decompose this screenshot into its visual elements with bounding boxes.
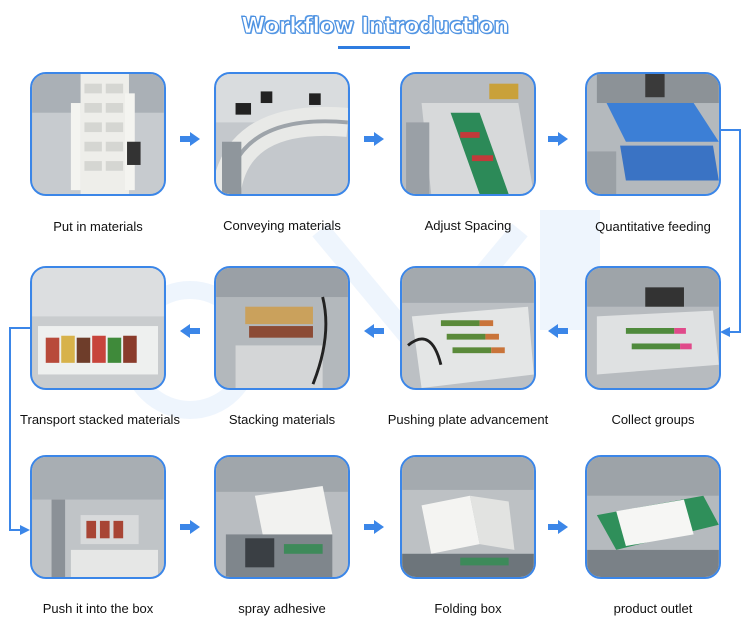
step-transport-stacked-materials-photo <box>30 266 166 390</box>
step-folding-box-photo <box>400 455 536 579</box>
step-spray-adhesive-photo <box>214 455 350 579</box>
arrow-left-icon <box>548 324 568 338</box>
step-label: Put in materials <box>53 219 143 234</box>
arrow-right-icon <box>548 132 568 146</box>
connector-down-left <box>9 327 30 535</box>
step-label: product outlet <box>613 601 693 616</box>
arrow-right-icon <box>180 520 200 534</box>
step-label: Push it into the box <box>42 601 154 616</box>
connector-down-right <box>720 129 741 337</box>
arrow-left-icon <box>180 324 200 338</box>
stacker-photo-icon <box>216 268 348 388</box>
step-stacking-materials-photo <box>214 266 350 390</box>
step-label: Transport stacked materials <box>20 412 180 427</box>
spacing-belt-photo-icon <box>402 74 534 194</box>
step-pushing-plate-advancement-photo <box>400 266 536 390</box>
curved-conveyor-photo-icon <box>216 74 348 194</box>
title-underline <box>338 46 410 49</box>
step-adjust-spacing-photo <box>400 72 536 196</box>
pusher-plate-photo-icon <box>402 268 534 388</box>
step-put-in-materials-photo <box>30 72 166 196</box>
step-label: Pushing plate advancement <box>387 412 549 427</box>
step-collect-groups-photo <box>585 266 721 390</box>
outlet-photo-icon <box>587 457 719 577</box>
step-label: Folding box <box>434 601 502 616</box>
step-quantitative-feeding-photo <box>585 72 721 196</box>
watermark-logo <box>121 210 600 419</box>
arrow-right-icon <box>364 132 384 146</box>
box-pusher-photo-icon <box>32 457 164 577</box>
blue-belt-feeder-photo-icon <box>587 74 719 194</box>
arrow-right-icon <box>548 520 568 534</box>
glue-sprayer-photo-icon <box>216 457 348 577</box>
step-label: Stacking materials <box>228 412 336 427</box>
step-label: Quantitative feeding <box>595 219 711 234</box>
box-folder-photo-icon <box>402 457 534 577</box>
group-collector-photo-icon <box>587 268 719 388</box>
arrow-right-icon <box>364 520 384 534</box>
stacked-bars-tray-photo-icon <box>32 268 164 388</box>
arrow-right-icon <box>180 132 200 146</box>
arrow-left-icon <box>364 324 384 338</box>
page-title: Workflow Introduction <box>241 14 510 40</box>
conveyor-chain-photo-icon <box>32 74 164 194</box>
step-label: Conveying materials <box>223 218 341 233</box>
step-label: spray adhesive <box>238 601 326 616</box>
step-label: Adjust Spacing <box>424 218 512 233</box>
step-label: Collect groups <box>611 412 695 427</box>
step-product-outlet-photo <box>585 455 721 579</box>
step-push-it-into-the-box-photo <box>30 455 166 579</box>
step-conveying-materials-photo <box>214 72 350 196</box>
